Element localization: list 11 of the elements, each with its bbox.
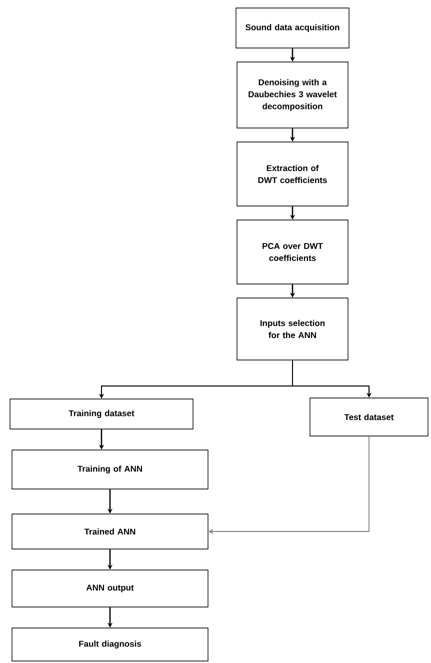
process-box: Test dataset: [310, 398, 428, 436]
process-box: Extraction of DWT coefficients: [236, 142, 348, 206]
process-box: PCA over DWT coefficients: [236, 220, 348, 284]
process-box: Inputs selection for the ANN: [236, 298, 348, 360]
process-box: Training of ANN: [12, 450, 208, 490]
process-box: Fault diagnosis: [12, 628, 208, 662]
process-box: ANN output: [12, 570, 208, 608]
process-box: Sound data acquisition: [236, 8, 350, 48]
process-box: Training dataset: [10, 398, 194, 430]
process-box: Denoising with a Daubechies 3 wavelet decomposition: [236, 62, 348, 128]
process-box: Trained ANN: [12, 514, 208, 550]
